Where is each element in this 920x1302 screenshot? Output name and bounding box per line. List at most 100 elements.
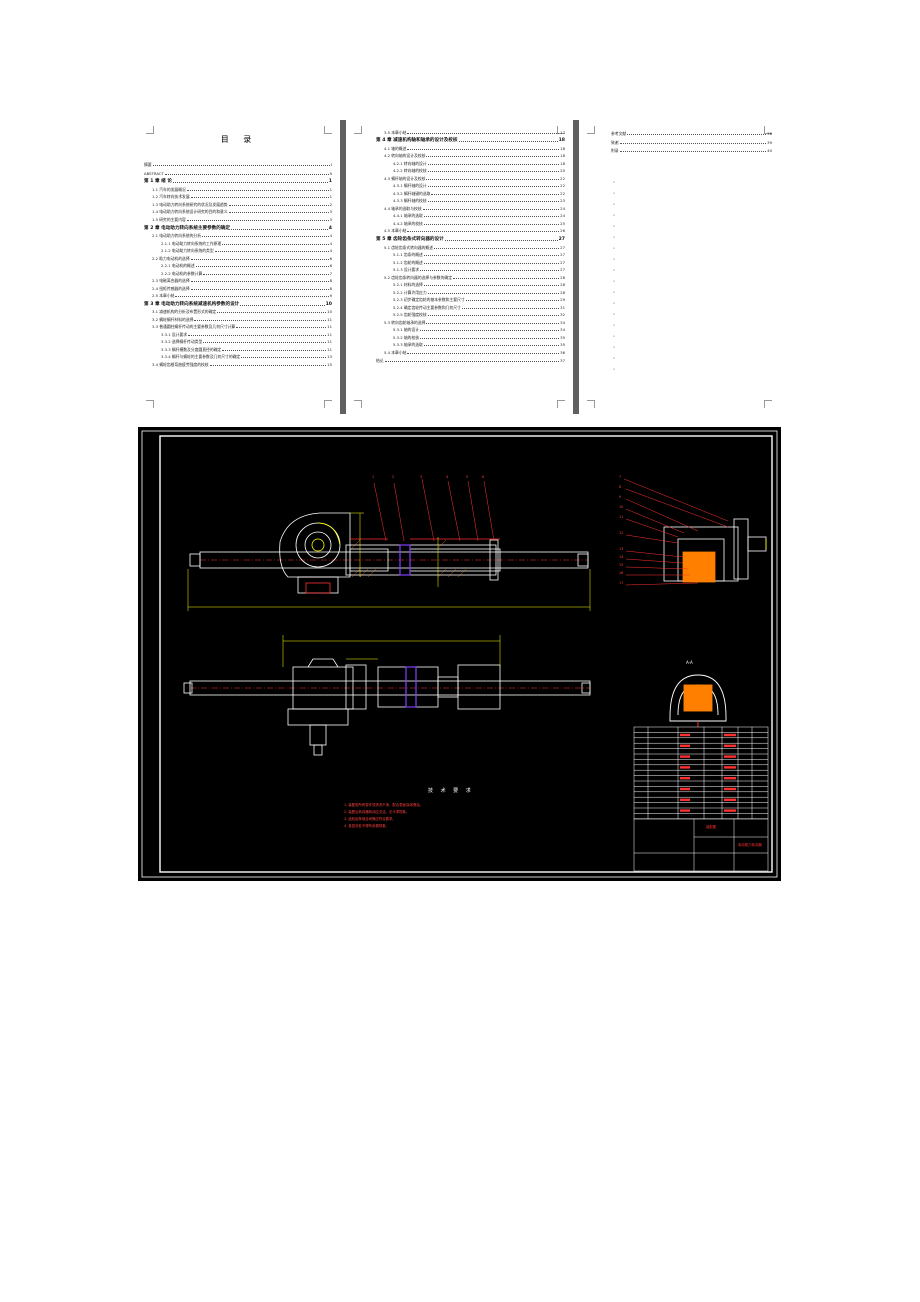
toc-entry-title: 2.1.1 电动助力转向系统的工作原理 (161, 240, 222, 246)
toc-entry-title: 3.3.3 蜗杆模数及分度圆直径的确定 (161, 346, 222, 352)
toc-leader-dots (627, 133, 767, 135)
toc-entry-page: 8 (329, 278, 332, 284)
paragraph-mark: ↵ (613, 323, 616, 327)
bom-cell-text (680, 777, 690, 780)
paragraph-mark: ↵ (613, 191, 616, 195)
toc-entry-title: 致谢 (611, 139, 619, 145)
toc-entry-title: 5.3 转向齿轮轴承的选择 (384, 319, 426, 325)
toc-entry-page: 37 (560, 358, 565, 364)
toc-entry-title: 4.3.3 蜗杆轴的校核 (393, 198, 427, 204)
toc-entry-title: 2.2 助力电动机的选择 (152, 255, 190, 261)
toc-entry-title: 4.3 蜗杆轴的设计及校核 (384, 175, 426, 181)
toc-entry-page: 27 (560, 267, 565, 273)
section-label: A-A (686, 660, 693, 665)
toc-entry-page: 4 (328, 225, 332, 231)
toc-entry-page: 34 (560, 319, 565, 325)
toc-leader-dots (240, 304, 325, 306)
page-corner-mark (146, 400, 154, 408)
toc-leader-dots (228, 212, 329, 214)
toc-entry[interactable]: 5.3 转向齿轮轴承的选择 34 (376, 317, 565, 325)
toc-entry-title: 2.1 电动助力转向系统的分析 (152, 233, 202, 239)
part-number-label: 7 (619, 475, 622, 479)
toc-leader-dots (423, 255, 560, 257)
bom-cell-text (724, 787, 736, 791)
part-number-label: 10 (619, 505, 624, 509)
toc-entry-page: 18 (560, 153, 565, 159)
page-corner-mark (587, 400, 595, 408)
part-number-label: 2 (392, 475, 395, 479)
toc-entry-page: 27 (560, 252, 565, 258)
toc-leader-dots (426, 156, 560, 158)
page-corner-mark (764, 400, 772, 408)
toc-entry-page: 38 (767, 130, 772, 136)
toc-entry-page: 32 (560, 312, 565, 318)
toc-leader-dots (427, 201, 560, 203)
toc-leader-dots (423, 345, 560, 347)
toc-entry-page: 1 (329, 194, 332, 200)
toc-entry-title: 第 1 章 绪 论 (144, 179, 172, 185)
